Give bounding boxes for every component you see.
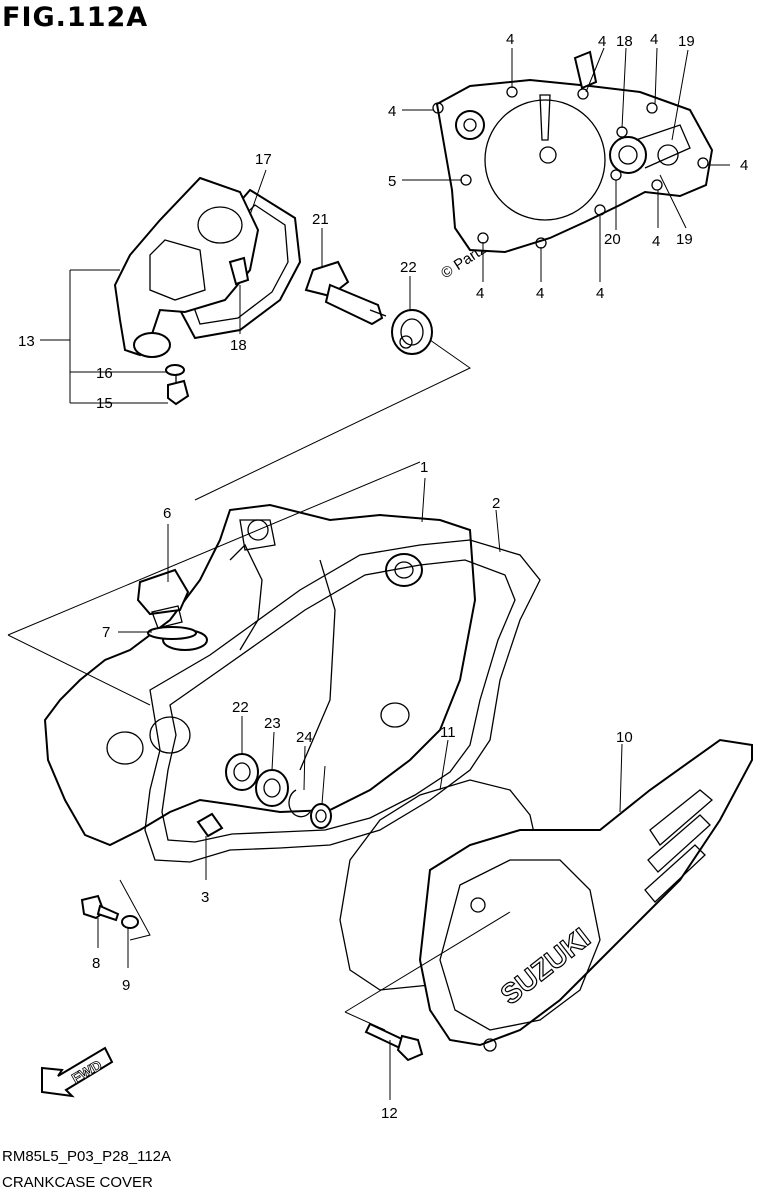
callout-2: 2 <box>492 495 500 512</box>
callout-18: 18 <box>616 33 633 50</box>
bearings-group <box>225 753 332 829</box>
callout-13: 13 <box>18 333 35 350</box>
bolt-8 <box>80 894 139 929</box>
callout-4: 4 <box>596 285 604 302</box>
oil-seal <box>391 309 433 355</box>
callout-15: 16 <box>96 365 113 382</box>
bolt-12 <box>364 1022 424 1062</box>
impeller-shaft <box>304 260 387 326</box>
callout-23: 24 <box>296 729 313 746</box>
callout-16: 17 <box>255 151 272 168</box>
callout-4: 4 <box>650 31 658 48</box>
callout-22: 22 <box>232 699 249 716</box>
callout-21: 22 <box>400 259 417 276</box>
figure-caption: CRANKCASE COVER <box>2 1174 153 1191</box>
callout-8: 8 <box>92 955 100 972</box>
callout-4: 4 <box>598 33 606 50</box>
leader-lines <box>40 47 730 1100</box>
callout-10: 10 <box>616 729 633 746</box>
callout-19: 20 <box>604 231 621 248</box>
callout-4: 4 <box>388 103 396 120</box>
callout-6: 6 <box>163 505 171 522</box>
reference-lines <box>7 339 511 1031</box>
figure-title: FIG.112A <box>2 2 149 33</box>
callout-12: 12 <box>381 1105 398 1122</box>
callout-4: 4 <box>476 285 484 302</box>
callout-17: 18 <box>230 337 247 354</box>
callout-4: 4 <box>652 233 660 250</box>
clutch-cover <box>432 50 714 254</box>
fwd-arrow: FWD <box>41 1046 114 1098</box>
callout-14: 15 <box>96 395 113 412</box>
callout-11: 11 <box>440 724 456 741</box>
oil-filler-cap <box>136 568 197 640</box>
callout-3: 3 <box>201 889 209 906</box>
callout-1: 1 <box>420 459 428 476</box>
callout-20: 21 <box>312 211 329 228</box>
callouts: 4 4 18 4 19 4 4 5 20 4 19 4 4 4 17 21 22… <box>18 31 748 1122</box>
callout-19: 19 <box>678 33 695 50</box>
callout-4: 4 <box>740 157 748 174</box>
callout-7: 7 <box>102 624 110 641</box>
callout-9: 9 <box>122 977 130 994</box>
callout-18: 19 <box>676 231 693 248</box>
callout-5: 5 <box>388 173 396 190</box>
crankcase-gasket <box>144 539 541 863</box>
callout-4: 4 <box>536 285 544 302</box>
water-pump-cover <box>113 176 302 406</box>
magneto-cover: SUZUKI <box>418 738 753 1052</box>
dowel-pin <box>196 812 224 838</box>
figure-code: RM85L5_P03_P28_112A <box>2 1148 172 1165</box>
callout-4: 4 <box>506 31 514 48</box>
callout-22: 23 <box>264 715 281 732</box>
